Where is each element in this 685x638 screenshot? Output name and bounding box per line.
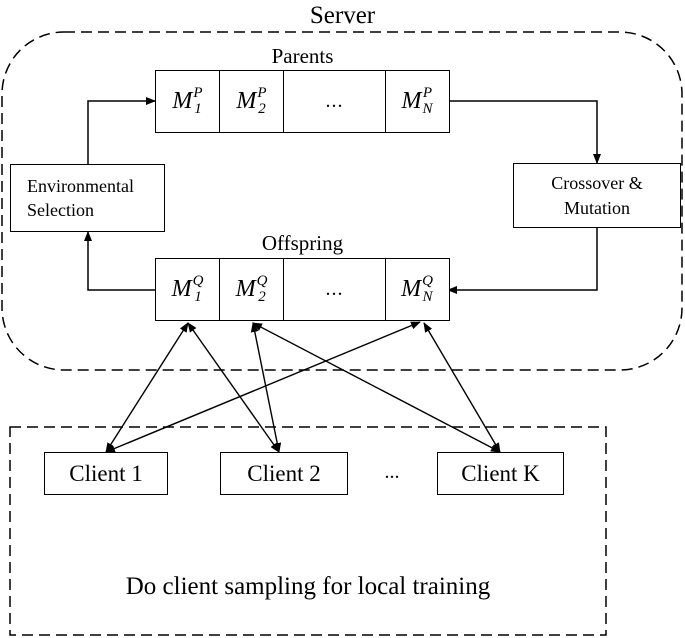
- client-1-box: Client 1: [44, 452, 168, 495]
- clients-ellipsis: ...: [384, 461, 400, 483]
- client-2-label: Client 2: [247, 460, 321, 486]
- environmental-selection-line-1: Environmental: [27, 175, 134, 196]
- parent-model-1-sup: P: [193, 84, 203, 101]
- arrow-selection-to-parents: [87, 97, 156, 164]
- crossover-mutation-line-2: Mutation: [564, 197, 630, 218]
- parent-model-2-sup: P: [257, 84, 267, 101]
- offspring-model-1-sub: 1: [194, 288, 202, 305]
- offspring-ellipsis: ...: [284, 259, 386, 320]
- parent-model-2-base: M: [236, 88, 257, 114]
- link-mn-client1: [105, 321, 421, 453]
- parent-model-1-base: M: [172, 88, 193, 114]
- offspring-title: Offspring: [261, 231, 344, 255]
- parent-model-1-sub: 1: [194, 100, 202, 117]
- offspring-model-n-base: M: [401, 276, 422, 302]
- arrow-parents-to-crossover: [450, 100, 601, 164]
- parent-model-2-sub: 2: [258, 100, 266, 117]
- offspring-model-1-sup: Q: [192, 272, 204, 289]
- offspring-model-1-base: M: [171, 276, 192, 302]
- arrow-offspring-to-selection: [84, 231, 155, 291]
- parent-ellipsis-text: ...: [325, 90, 344, 112]
- offspring-model-2-sup: Q: [256, 272, 268, 289]
- server-label: Server: [309, 2, 376, 29]
- offspring-model-2-sub: 2: [258, 288, 266, 305]
- environmental-selection-box: Environmental Selection: [10, 164, 165, 232]
- offspring-model-n-sup: Q: [422, 272, 433, 289]
- link-m1-client1: [105, 322, 189, 453]
- parents-title: Parents: [271, 44, 334, 68]
- link-m2-clientk: [252, 322, 501, 453]
- parent-model-n-sup: P: [422, 84, 433, 101]
- parent-model-n-sub: N: [422, 100, 433, 117]
- offspring-model-n-sub: N: [422, 288, 433, 305]
- offspring-model-2-base: M: [235, 276, 256, 302]
- arrow-crossover-to-offspring: [447, 228, 598, 294]
- environmental-selection-line-2: Selection: [27, 200, 94, 220]
- offspring-ellipsis-text: ...: [325, 278, 344, 300]
- client-k-label: Client K: [461, 460, 540, 486]
- client-2-box: Client 2: [220, 452, 348, 495]
- client-k-box: Client K: [437, 452, 564, 495]
- parent-ellipsis: ...: [284, 71, 386, 132]
- parent-model-n-base: M: [401, 88, 422, 114]
- client-1-label: Client 1: [69, 460, 143, 486]
- crossover-mutation-line-1: Crossover &: [551, 173, 643, 194]
- link-mn-clientk: [423, 322, 501, 453]
- crossover-mutation-box: Crossover & Mutation: [513, 163, 681, 228]
- client-sampling-caption: Do client sampling for local training: [125, 573, 491, 600]
